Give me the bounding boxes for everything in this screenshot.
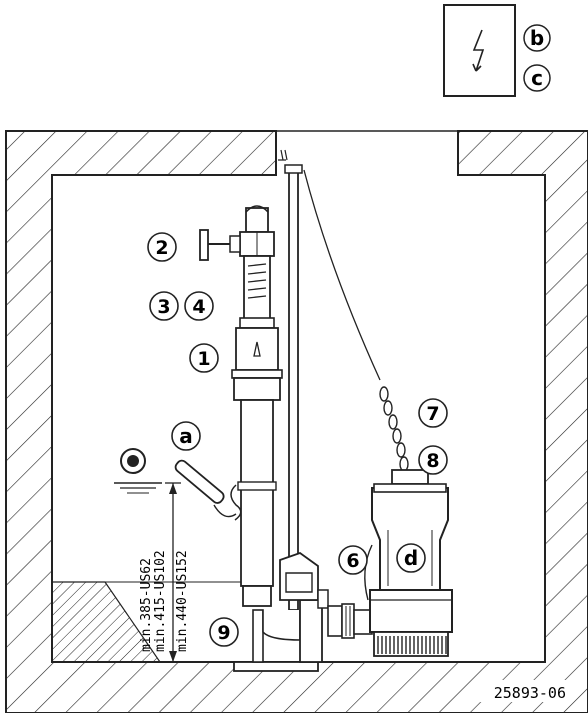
svg-text:9: 9	[217, 622, 230, 644]
svg-text:d: d	[404, 546, 418, 570]
water-level-symbol	[114, 448, 162, 494]
base-coupling	[233, 551, 373, 672]
callout-1: 1	[189, 343, 219, 373]
svg-text:4: 4	[192, 296, 205, 318]
dimension-label-1: min.385-US62	[139, 558, 154, 652]
callout-c: c	[531, 66, 543, 90]
svg-text:3: 3	[157, 296, 170, 318]
submersible-pump	[364, 469, 453, 657]
callout-a: a	[171, 421, 201, 451]
callout-b: b	[530, 26, 544, 50]
sediment-wedge	[51, 581, 162, 663]
float-switch	[174, 459, 242, 521]
svg-text:1: 1	[197, 348, 210, 370]
svg-text:8: 8	[426, 450, 439, 472]
lifting-chain	[303, 169, 409, 472]
callouts: 2 3 4 1 a 7 8 6	[147, 232, 448, 647]
power-symbol-box: b c	[443, 4, 551, 97]
callout-2: 2	[147, 232, 177, 262]
svg-text:7: 7	[426, 403, 439, 425]
discharge-pipe	[199, 205, 283, 607]
guide-rail	[284, 164, 303, 611]
lightning-bolt-icon	[472, 29, 485, 72]
dimension-label-2: min.415-US102	[153, 550, 168, 652]
callout-7: 7	[418, 398, 448, 428]
dimension-label-3: min.440-US152	[175, 550, 190, 652]
svg-text:2: 2	[155, 237, 168, 259]
svg-text:a: a	[179, 424, 193, 448]
callout-4: 4	[184, 291, 214, 321]
dimension-annotation: min.385-US62 min.415-US102 min.440-US152	[105, 482, 255, 662]
callout-9: 9	[209, 617, 239, 647]
callout-d: d	[396, 543, 426, 573]
drawing-reference-number: 25893-06	[494, 684, 566, 702]
callout-6: 6	[338, 545, 368, 575]
callout-8: 8	[418, 445, 448, 475]
callout-3: 3	[149, 291, 179, 321]
svg-text:6: 6	[346, 550, 359, 572]
